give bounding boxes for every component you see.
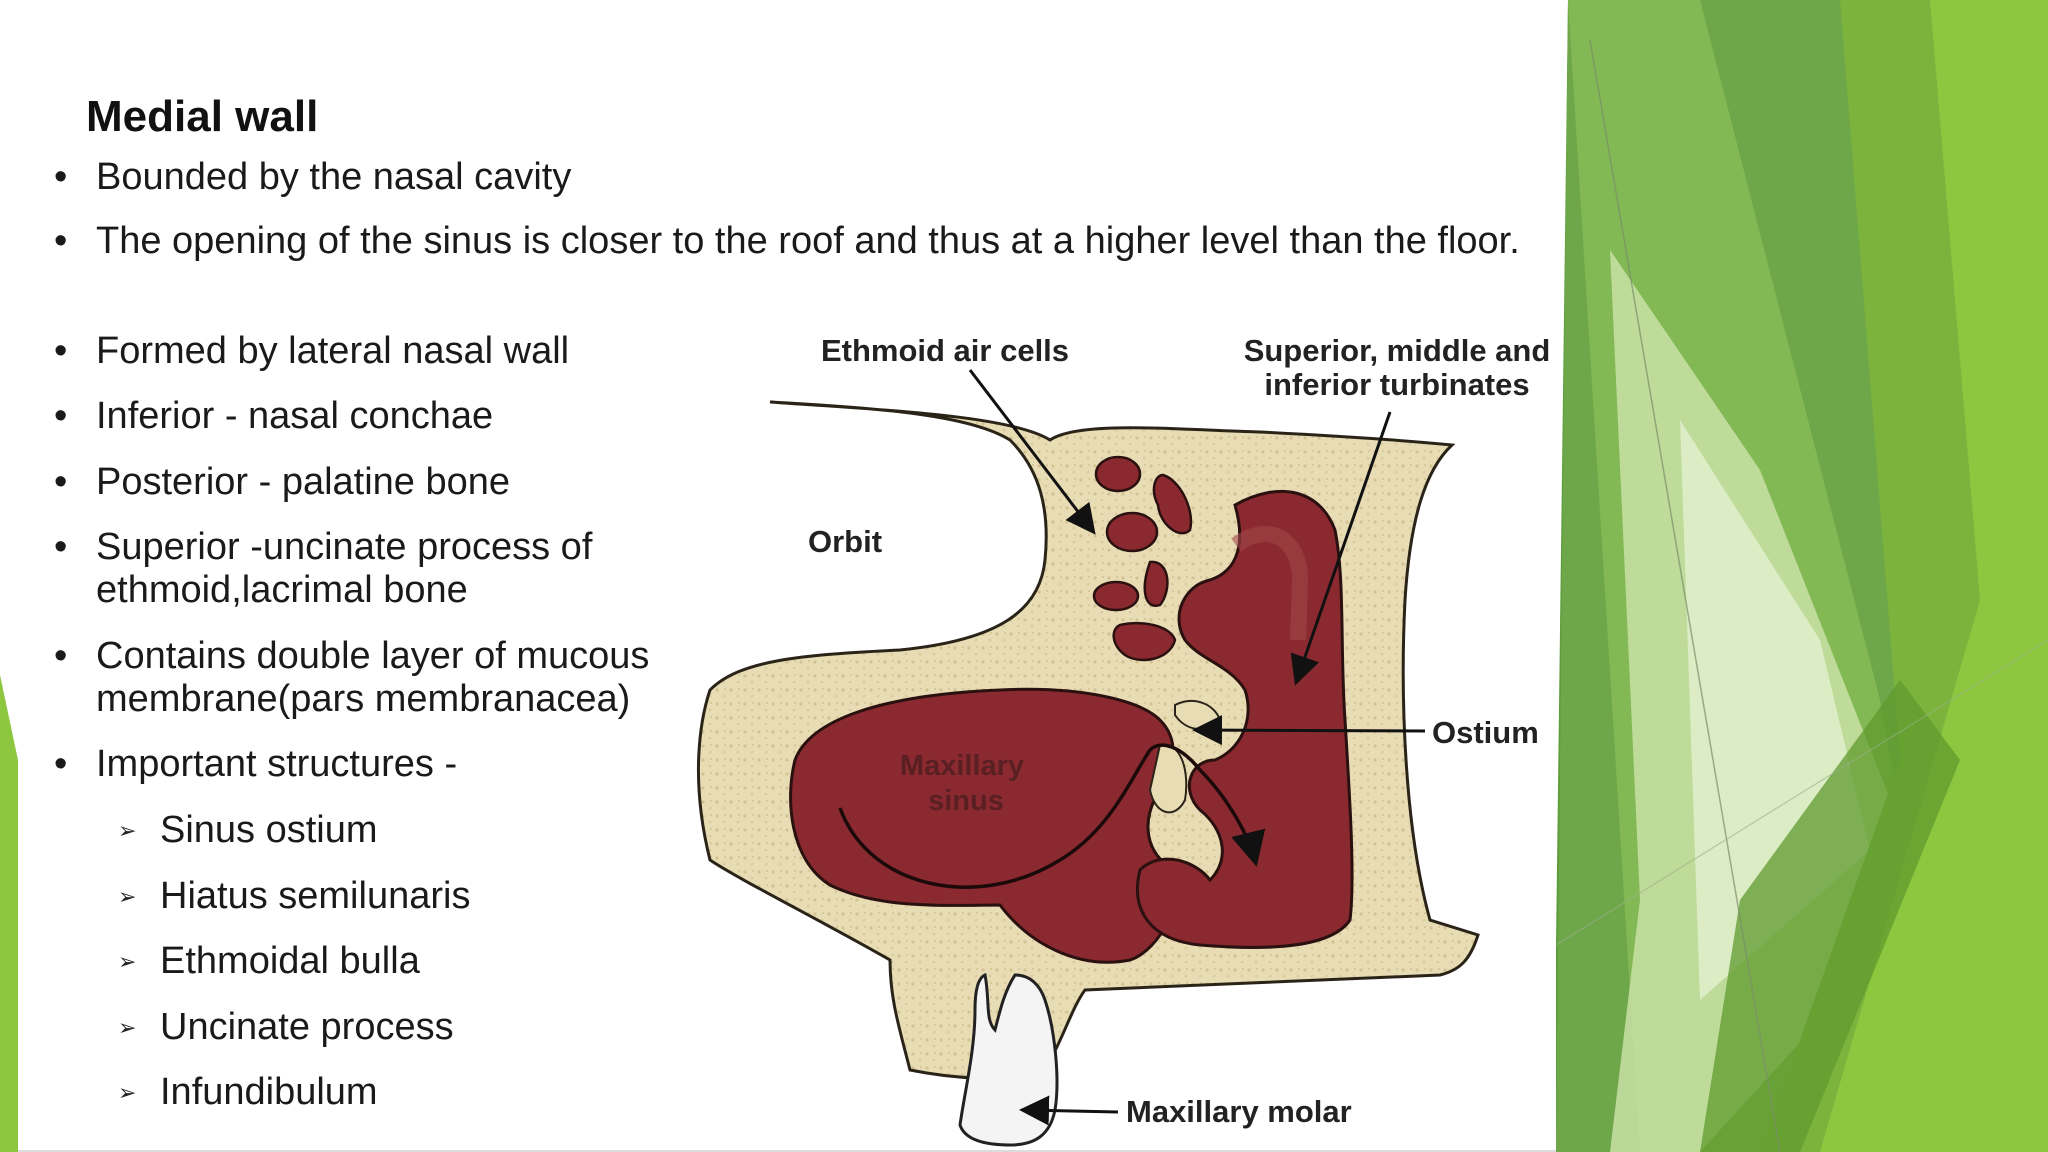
maxillary-molar [958, 972, 1059, 1147]
label-maxillary-sinus-line2: sinus [928, 785, 1004, 817]
label-ethmoid-air-cells: Ethmoid air cells [821, 333, 1069, 368]
maxillary-sinus-diagram: Ethmoid air cells Superior, middle and i… [696, 333, 1551, 1147]
bullet-item: Bounded by the nasal cavity [52, 156, 571, 199]
label-maxillary-sinus-line1: Maxillary [900, 750, 1024, 782]
sub-bullet-item: Uncinate process [52, 1006, 454, 1049]
sub-bullet-item: Hiatus semilunaris [52, 875, 470, 918]
sub-bullet-item: Infundibulum [52, 1071, 378, 1114]
ethmoid-air-cells [1092, 455, 1193, 662]
bullet-item: Formed by lateral nasal wall [52, 330, 569, 373]
sub-bullet-item: Ethmoidal bulla [52, 940, 420, 983]
label-turbinates-line2: inferior turbinates [1264, 367, 1529, 402]
bullet-item: Contains double layer of mucous membrane… [52, 635, 736, 721]
bullet-item: Inferior - nasal conchae [52, 395, 493, 438]
label-turbinates-line1: Superior, middle and [1244, 333, 1551, 368]
bullet-item: Important structures - [52, 743, 457, 786]
bullet-item: Superior -uncinate process of ethmoid,la… [52, 526, 656, 612]
sub-bullet-item: Sinus ostium [52, 809, 378, 852]
slide-bottom-border [18, 1150, 1556, 1152]
label-orbit: Orbit [808, 524, 882, 559]
label-ostium: Ostium [1432, 715, 1539, 750]
bullet-item: Posterior - palatine bone [52, 461, 510, 504]
bullet-item: The opening of the sinus is closer to th… [52, 220, 1526, 263]
slide-title: Medial wall [86, 92, 319, 141]
label-maxillary-molar: Maxillary molar [1126, 1094, 1352, 1129]
